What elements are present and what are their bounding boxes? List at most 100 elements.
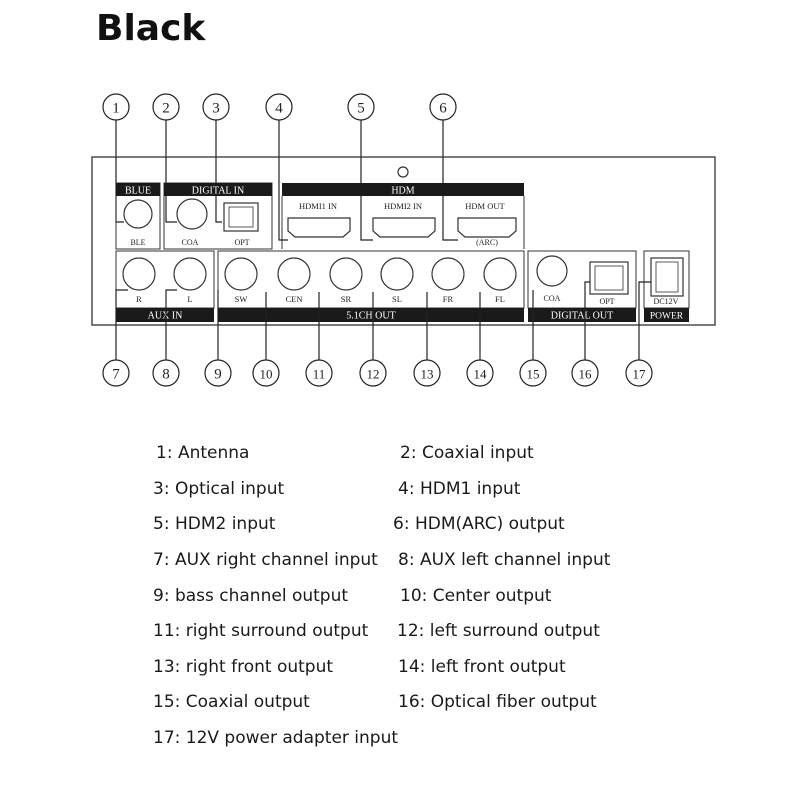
callout-circle-3 bbox=[202, 93, 230, 121]
antenna-port bbox=[123, 199, 153, 229]
panel-outline bbox=[91, 156, 716, 326]
sr-port bbox=[329, 257, 363, 291]
power-header: POWER bbox=[650, 312, 684, 322]
callout-circle-17 bbox=[625, 359, 653, 387]
callout-number-6: 6 bbox=[439, 101, 447, 117]
power-header-bar bbox=[644, 308, 689, 322]
callout-circle-5 bbox=[347, 93, 375, 121]
blue-header-bar bbox=[116, 183, 160, 196]
leader-line-7 bbox=[115, 289, 128, 360]
callout-circle-1 bbox=[102, 93, 130, 121]
legend-item-9: 9: bass channel output bbox=[153, 586, 349, 606]
callout-circle-10 bbox=[252, 359, 280, 387]
digital-out-opt-label: OPT bbox=[599, 297, 614, 306]
fr-label: FR bbox=[443, 294, 454, 304]
ch51-box bbox=[217, 250, 525, 309]
leader-line-2 bbox=[165, 120, 177, 223]
ch51-header: 5.1CH OUT bbox=[346, 311, 395, 322]
legend-item-1: 1: Antenna bbox=[156, 443, 250, 463]
callout-circle-8 bbox=[152, 359, 180, 387]
leader-line-4 bbox=[278, 120, 288, 241]
digital-in-coa-label: COA bbox=[182, 238, 199, 247]
hdmi1-label: HDMI1 IN bbox=[299, 201, 337, 211]
callout-circle-7 bbox=[102, 359, 130, 387]
callout-number-8: 8 bbox=[162, 367, 170, 383]
digital-out-header: DIGITAL OUT bbox=[551, 311, 613, 322]
aux-l-port bbox=[173, 257, 207, 291]
callout-number-5: 5 bbox=[357, 101, 365, 117]
callout-number-13: 13 bbox=[421, 367, 434, 382]
callout-circle-2 bbox=[152, 93, 180, 121]
hdmi-out-label: HDM OUT bbox=[465, 201, 505, 211]
aux-l-label: L bbox=[187, 294, 192, 304]
callout-circle-12 bbox=[359, 359, 387, 387]
legend-item-2: 2: Coaxial input bbox=[400, 443, 534, 463]
sw-label: SW bbox=[235, 294, 248, 304]
digital-in-header-bar bbox=[164, 183, 272, 196]
callout-circle-15 bbox=[519, 359, 547, 387]
cen-port bbox=[277, 257, 311, 291]
sw-port bbox=[224, 257, 258, 291]
sl-label: SL bbox=[392, 294, 402, 304]
legend-item-12: 12: left surround output bbox=[397, 621, 600, 641]
callout-circle-9 bbox=[204, 359, 232, 387]
legend-item-3: 3: Optical input bbox=[153, 479, 285, 499]
callout-number-3: 3 bbox=[212, 101, 220, 117]
hdmi-header: HDM bbox=[391, 186, 414, 197]
leader-line-16 bbox=[584, 281, 590, 360]
aux-in-header: AUX IN bbox=[148, 311, 183, 322]
callout-number-4: 4 bbox=[275, 101, 283, 117]
optical-in-port bbox=[223, 202, 259, 232]
sl-port bbox=[380, 257, 414, 291]
aux-in-box bbox=[115, 250, 215, 309]
callout-circle-4 bbox=[265, 93, 293, 121]
ch51-header-bar bbox=[218, 308, 524, 322]
optical-out-port bbox=[589, 261, 629, 295]
legend-item-10: 10: Center output bbox=[400, 586, 552, 606]
callout-number-14: 14 bbox=[474, 367, 488, 382]
callout-number-1: 1 bbox=[112, 101, 120, 117]
legend-item-13: 13: right front output bbox=[153, 657, 334, 677]
callout-circle-16 bbox=[571, 359, 599, 387]
legend-item-7: 7: AUX right channel input bbox=[153, 550, 378, 570]
legend-item-15: 15: Coaxial output bbox=[153, 692, 310, 712]
leader-line-3 bbox=[215, 120, 222, 223]
arc-label: (ARC) bbox=[476, 238, 498, 247]
aux-r-label: R bbox=[136, 294, 142, 304]
leader-line-8 bbox=[165, 289, 177, 360]
hdmi2-label: HDMI2 IN bbox=[384, 201, 422, 211]
hdmi1-port bbox=[287, 217, 351, 238]
optical-in-port-inner bbox=[228, 206, 254, 228]
fl-port bbox=[483, 257, 517, 291]
callout-number-9: 9 bbox=[214, 367, 222, 383]
callout-number-12: 12 bbox=[367, 367, 380, 382]
leader-line-6 bbox=[442, 120, 458, 241]
callout-number-15: 15 bbox=[527, 367, 540, 382]
dc-jack bbox=[650, 257, 684, 297]
cen-label: CEN bbox=[286, 294, 303, 304]
digital-in-opt-label: OPT bbox=[234, 238, 249, 247]
fl-label: FL bbox=[495, 294, 505, 304]
coaxial-out-port bbox=[536, 255, 568, 287]
legend-item-5: 5: HDM2 input bbox=[153, 514, 276, 534]
callout-number-17: 17 bbox=[633, 367, 647, 382]
callout-circle-13 bbox=[413, 359, 441, 387]
hdmi2-port bbox=[372, 217, 436, 238]
power-port-label: DC12V bbox=[654, 297, 679, 306]
callout-number-16: 16 bbox=[579, 367, 593, 382]
callout-number-7: 7 bbox=[112, 367, 120, 383]
callout-number-2: 2 bbox=[162, 101, 170, 117]
hdmi-out-port bbox=[457, 217, 517, 238]
coaxial-in-port bbox=[176, 198, 208, 230]
aux-in-header-bar bbox=[116, 308, 214, 322]
callout-circle-14 bbox=[466, 359, 494, 387]
blue-port-label: BLE bbox=[130, 238, 145, 247]
legend-item-14: 14: left front output bbox=[398, 657, 566, 677]
leader-line-1 bbox=[115, 120, 124, 223]
digital-out-coa-label: COA bbox=[544, 294, 561, 303]
legend-item-16: 16: Optical fiber output bbox=[398, 692, 597, 712]
panel-screw bbox=[397, 166, 409, 178]
callout-number-11: 11 bbox=[313, 367, 326, 382]
rear-panel-diagram: BLUE BLE DIGITAL IN COA OPT HDM HDMI1 IN… bbox=[91, 93, 716, 387]
legend-item-17: 17: 12V power adapter input bbox=[153, 728, 399, 748]
